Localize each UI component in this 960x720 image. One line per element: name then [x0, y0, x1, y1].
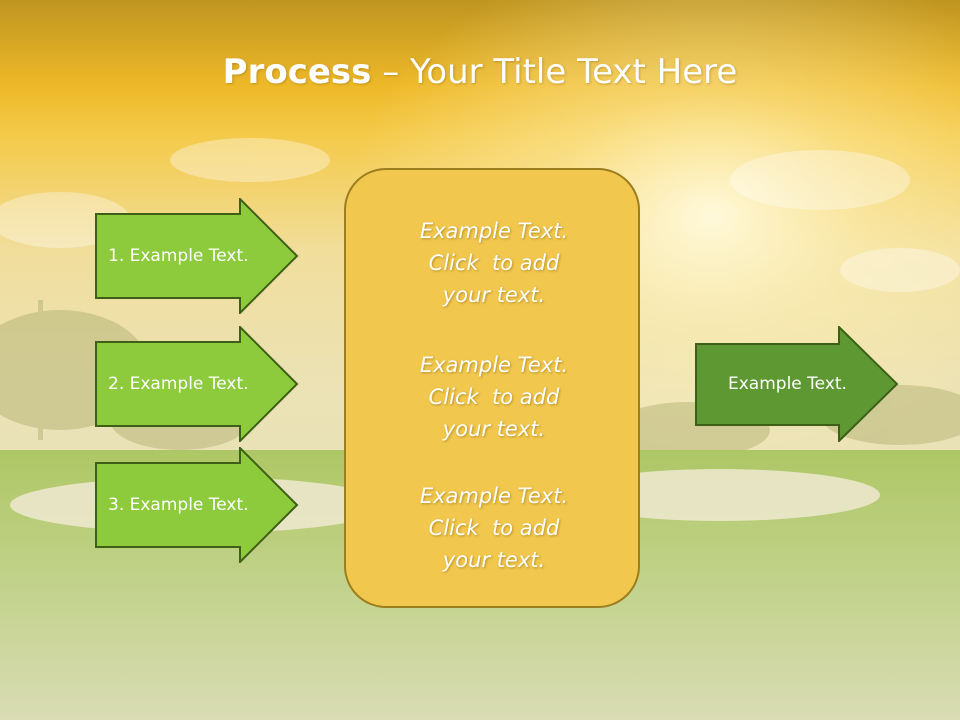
process-text-2: Example Text. Click to add your text. [346, 349, 642, 445]
process-text-1: Example Text. Click to add your text. [346, 215, 642, 311]
input-label-2: 2. Example Text. [108, 374, 249, 394]
process-text-1-line2: Click to add [428, 251, 560, 275]
arrow-shape-3 [95, 447, 299, 563]
process-text-3: Example Text. Click to add your text. [346, 480, 642, 576]
input-label-3: 3. Example Text. [108, 495, 249, 515]
output-label: Example Text. [728, 374, 847, 394]
input-arrow-1[interactable]: 1. Example Text. [95, 198, 299, 314]
process-text-3-line3: your text. [442, 548, 546, 572]
arrow-shape-2 [95, 326, 299, 442]
process-text-1-line3: your text. [442, 283, 546, 307]
input-arrow-2[interactable]: 2. Example Text. [95, 326, 299, 442]
output-arrow-shape [695, 326, 899, 442]
slide-title: Process – Your Title Text Here [0, 52, 960, 92]
arrow-shape-1 [95, 198, 299, 314]
title-bold-word: Process [222, 52, 372, 92]
process-box[interactable]: Example Text. Click to add your text. Ex… [344, 168, 640, 608]
process-text-3-line1: Example Text. [419, 484, 569, 508]
input-label-1: 1. Example Text. [108, 246, 249, 266]
process-text-1-line1: Example Text. [419, 219, 569, 243]
process-text-3-line2: Click to add [428, 516, 560, 540]
output-arrow[interactable]: Example Text. [695, 326, 899, 442]
process-text-2-line2: Click to add [428, 385, 560, 409]
input-arrow-3[interactable]: 3. Example Text. [95, 447, 299, 563]
process-text-2-line1: Example Text. [419, 353, 569, 377]
process-text-2-line3: your text. [442, 417, 546, 441]
title-rest: Your Title Text Here [410, 52, 738, 92]
title-dash: – [371, 52, 411, 92]
